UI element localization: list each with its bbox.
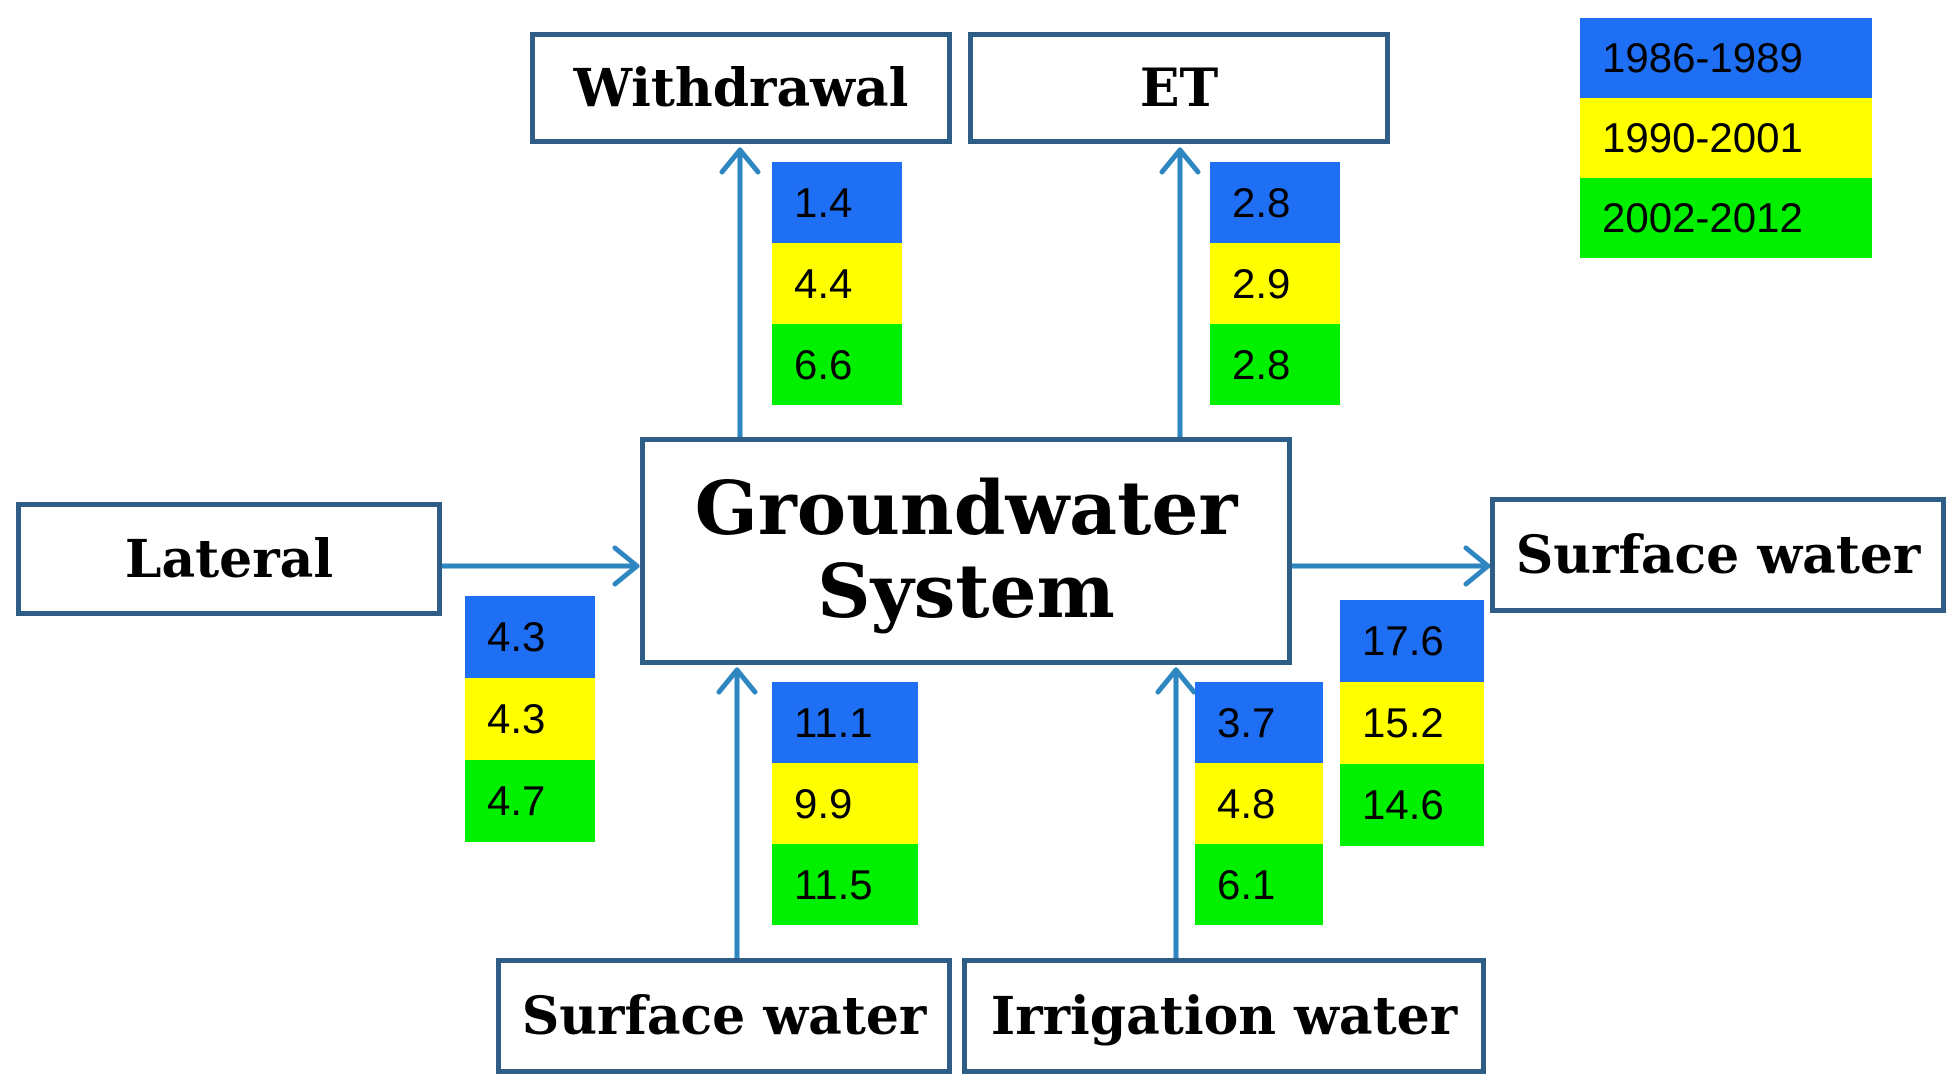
et-label: ET (1139, 57, 1219, 119)
surface-water-in-value-1986-1989: 11.1 (772, 682, 918, 763)
withdrawal-value-2002-2012: 6.6 (772, 324, 902, 405)
withdrawal-label: Withdrawal (573, 57, 909, 119)
period-legend: 1986-1989 1990-2001 2002-2012 (1580, 18, 1872, 258)
et-value-1986-1989: 2.8 (1210, 162, 1340, 243)
et-value-1990-2001: 2.9 (1210, 243, 1340, 324)
lateral-value-2002-2012: 4.7 (465, 760, 595, 842)
groundwater-system-box: Groundwater System (640, 437, 1292, 665)
surface-water-in-box: Surface water (496, 958, 952, 1074)
surface-water-out-value-2002-2012: 14.6 (1340, 764, 1484, 846)
legend-2002-2012: 2002-2012 (1580, 178, 1872, 258)
groundwater-label-line1: Groundwater (694, 466, 1238, 553)
et-box: ET (968, 32, 1390, 144)
et-value-2002-2012: 2.8 (1210, 324, 1340, 405)
irrigation-water-label: Irrigation water (990, 985, 1458, 1047)
withdrawal-values: 1.4 4.4 6.6 (772, 162, 902, 405)
lateral-values: 4.3 4.3 4.7 (465, 596, 595, 842)
lateral-value-1986-1989: 4.3 (465, 596, 595, 678)
withdrawal-value-1986-1989: 1.4 (772, 162, 902, 243)
withdrawal-value-1990-2001: 4.4 (772, 243, 902, 324)
lateral-label: Lateral (124, 528, 334, 590)
lateral-box: Lateral (16, 502, 442, 616)
irrigation-water-box: Irrigation water (962, 958, 1486, 1074)
lateral-value-1990-2001: 4.3 (465, 678, 595, 760)
surface-water-out-values: 17.6 15.2 14.6 (1340, 600, 1484, 846)
irrigation-water-value-2002-2012: 6.1 (1195, 844, 1323, 925)
irrigation-water-values: 3.7 4.8 6.1 (1195, 682, 1323, 925)
withdrawal-box: Withdrawal (530, 32, 952, 144)
surface-water-out-value-1986-1989: 17.6 (1340, 600, 1484, 682)
groundwater-label-line2: System (817, 549, 1115, 635)
legend-1986-1989: 1986-1989 (1580, 18, 1872, 98)
legend-1990-2001: 1990-2001 (1580, 98, 1872, 178)
surface-water-out-box: Surface water (1490, 497, 1946, 613)
surface-water-in-label: Surface water (521, 985, 927, 1047)
surface-water-in-value-2002-2012: 11.5 (772, 844, 918, 925)
surface-water-out-value-1990-2001: 15.2 (1340, 682, 1484, 764)
et-values: 2.8 2.9 2.8 (1210, 162, 1340, 405)
irrigation-water-value-1986-1989: 3.7 (1195, 682, 1323, 763)
surface-water-in-value-1990-2001: 9.9 (772, 763, 918, 844)
irrigation-water-value-1990-2001: 4.8 (1195, 763, 1323, 844)
surface-water-out-label: Surface water (1515, 524, 1921, 586)
surface-water-in-values: 11.1 9.9 11.5 (772, 682, 918, 925)
